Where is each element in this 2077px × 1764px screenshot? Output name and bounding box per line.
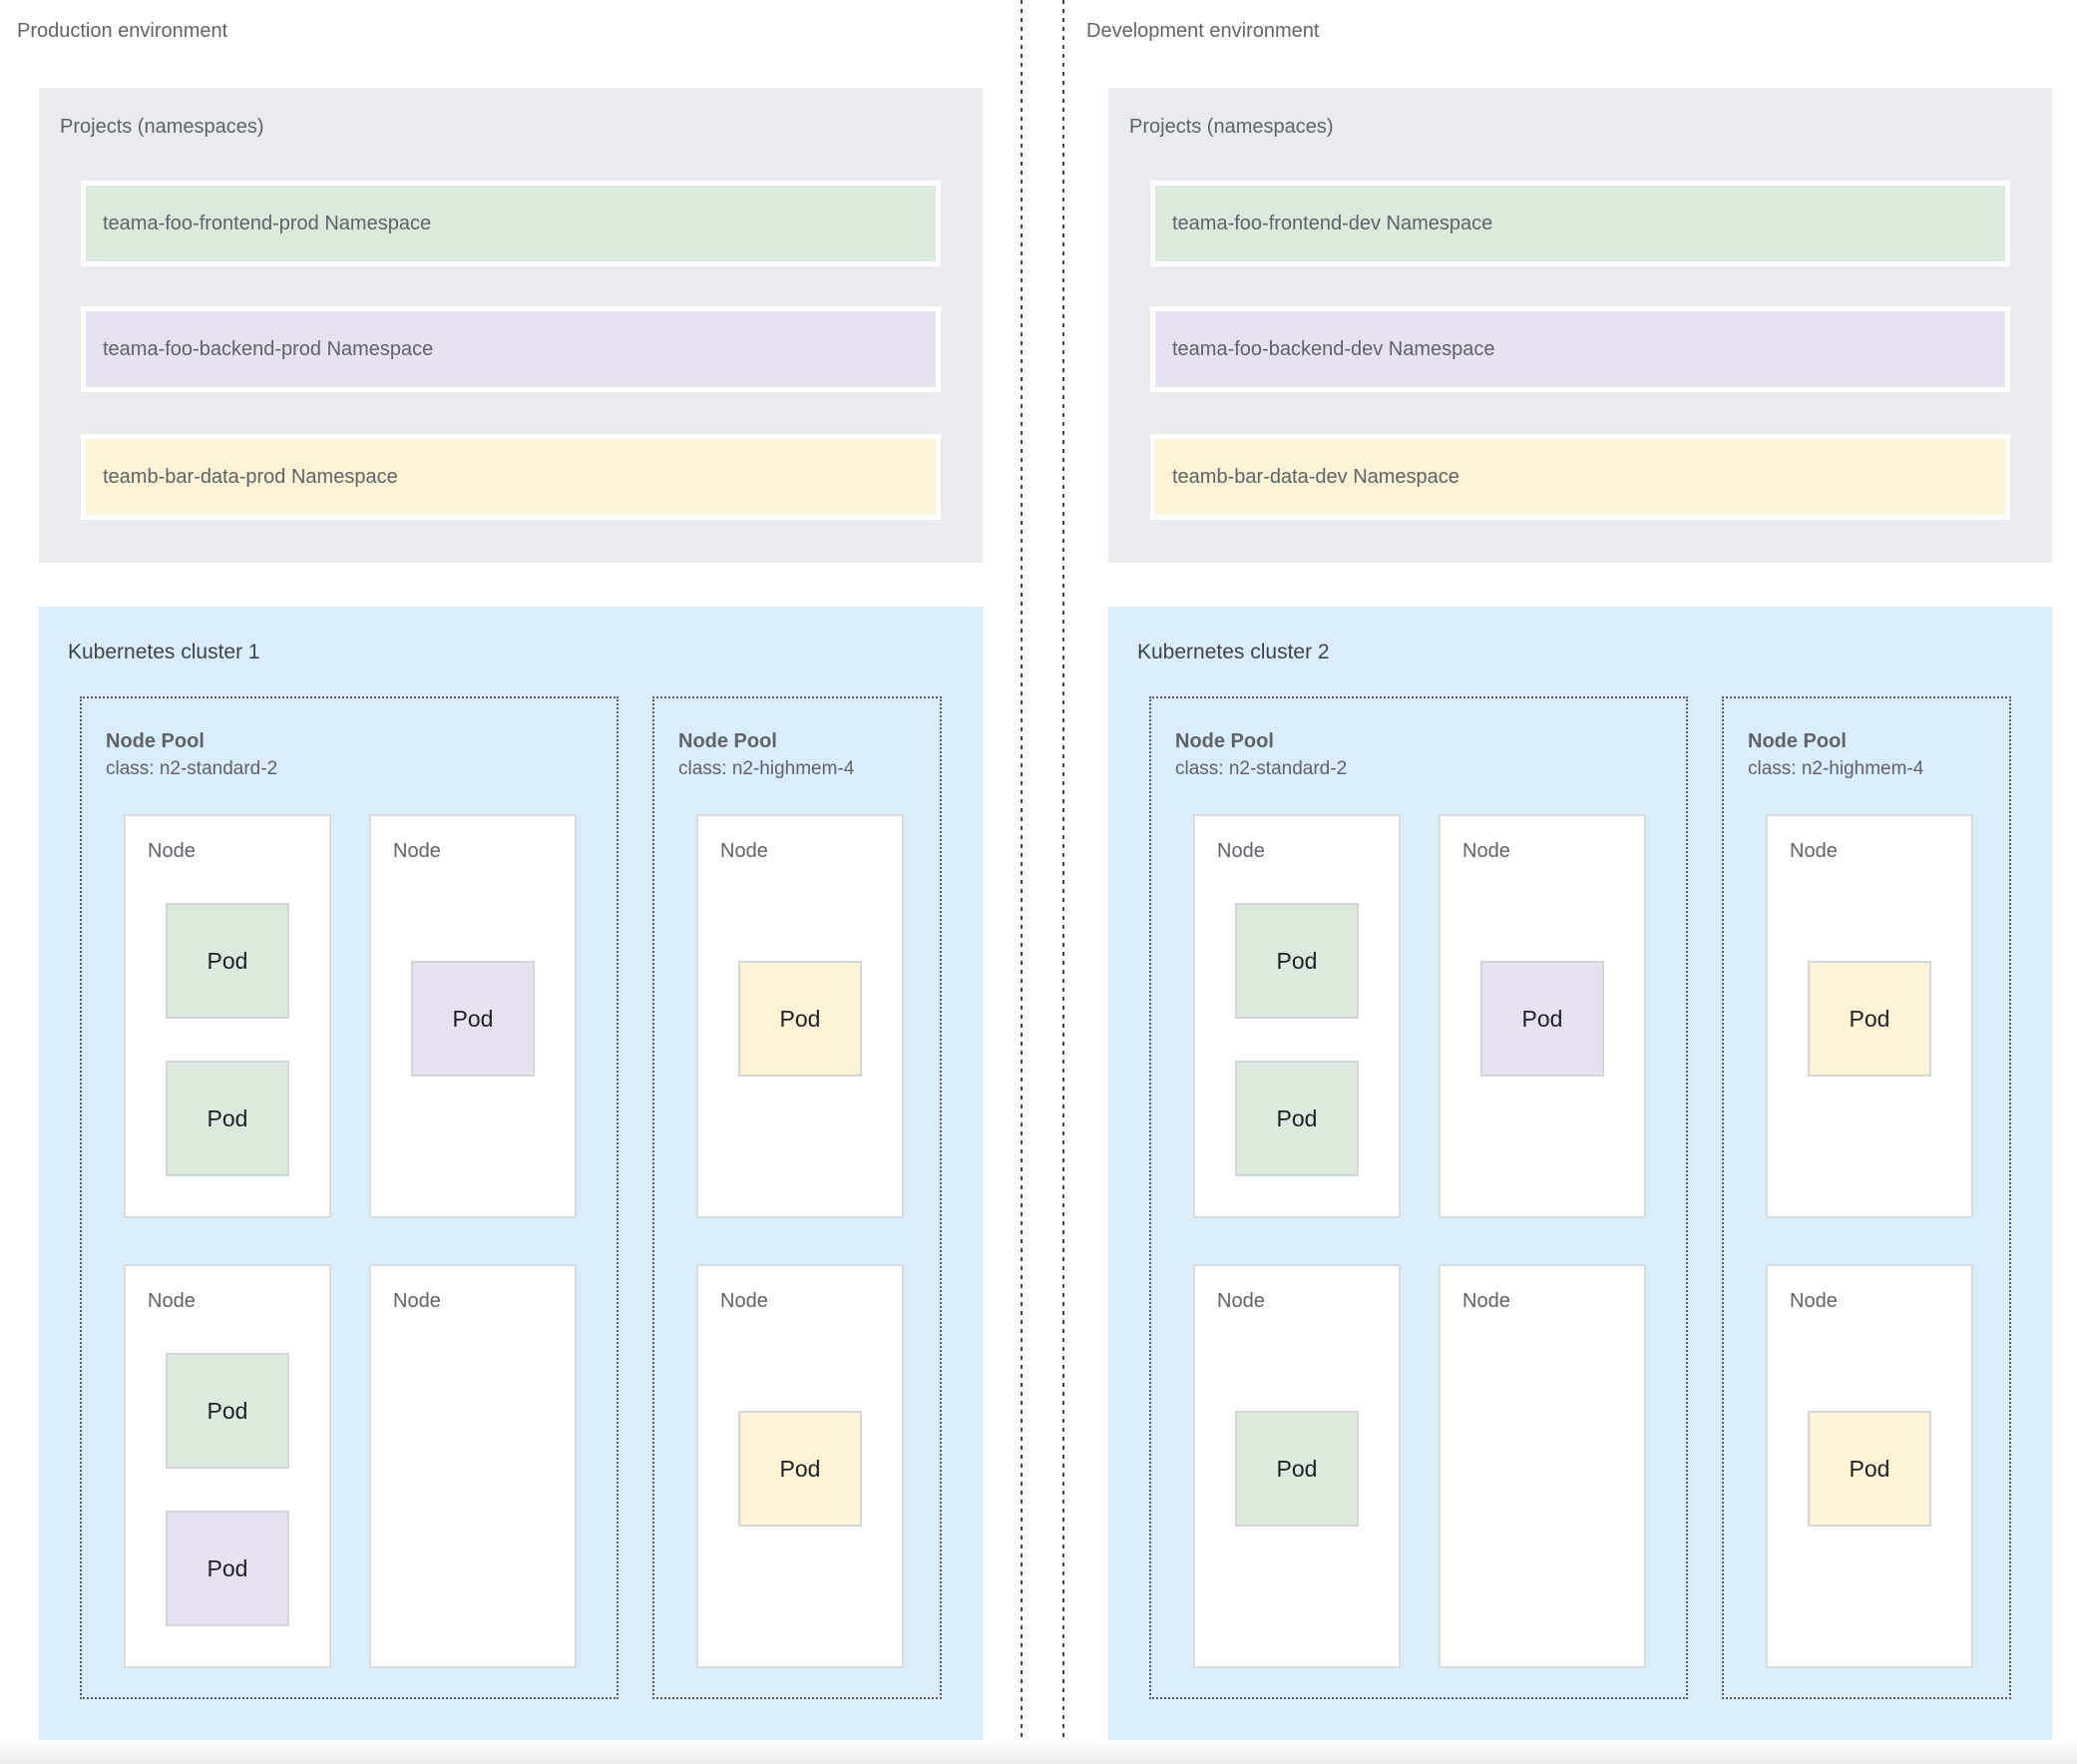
node-label: Node (148, 840, 196, 862)
development-environment-title: Development environment (1086, 20, 1320, 42)
page-bottom-fade (0, 1740, 2077, 1764)
node-label: Node (1217, 1290, 1265, 1312)
cluster-title: Kubernetes cluster 1 (68, 641, 260, 663)
pod-label: Pod (1521, 1005, 1563, 1032)
namespace-bar-backend-dev: teama-foo-backend-dev Namespace (1150, 306, 2010, 392)
node-pool-title: Node Pool (1175, 730, 1274, 752)
namespace-label: teamb-bar-data-prod Namespace (103, 465, 398, 488)
node-label: Node (148, 1290, 196, 1312)
node-label: Node (720, 1290, 768, 1312)
node-label: Node (1790, 840, 1838, 862)
node-label: Node (393, 1290, 441, 1312)
node: Node Pod (1193, 1264, 1401, 1668)
node-pool-class: class: n2-standard-2 (106, 758, 278, 779)
node: Node Pod (369, 814, 577, 1218)
pod-label: Pod (207, 1104, 248, 1131)
node: Node Pod (696, 1264, 904, 1668)
pod: Pod (166, 903, 289, 1019)
namespace-bar-backend-prod: teama-foo-backend-prod Namespace (81, 306, 941, 392)
node-label: Node (1462, 840, 1510, 862)
projects-panel-title: Projects (namespaces) (60, 116, 264, 138)
pod-label: Pod (779, 1455, 821, 1482)
pod-label: Pod (1849, 1455, 1890, 1482)
pod: Pod (738, 961, 862, 1077)
node-empty: Node (369, 1264, 577, 1668)
node-label: Node (1217, 840, 1265, 862)
node-label: Node (1790, 1290, 1838, 1312)
node-empty: Node (1439, 1264, 1646, 1668)
node-pool-title: Node Pool (106, 730, 205, 752)
node: Node Pod (696, 814, 904, 1218)
pod: Pod (738, 1411, 862, 1527)
node-pool-standard: Node Pool class: n2-standard-2 Node Pod … (1149, 696, 1688, 1699)
namespace-label: teama-foo-frontend-prod Namespace (103, 212, 432, 234)
node-label: Node (720, 840, 768, 862)
pod-label: Pod (1276, 1455, 1318, 1482)
node: Node Pod (1439, 814, 1646, 1218)
node: Node Pod Pod (124, 1264, 331, 1668)
node-pool-title: Node Pool (1748, 730, 1847, 752)
pod: Pod (1808, 961, 1931, 1077)
namespace-bar-frontend-dev: teama-foo-frontend-dev Namespace (1150, 181, 2010, 266)
production-projects-panel: Projects (namespaces) teama-foo-frontend… (39, 88, 983, 563)
namespace-label: teama-foo-frontend-dev Namespace (1172, 212, 1493, 234)
cluster-title: Kubernetes cluster 2 (1137, 641, 1330, 663)
node-pool-highmem: Node Pool class: n2-highmem-4 Node Pod N… (652, 696, 942, 1699)
node-pool-class: class: n2-highmem-4 (678, 758, 855, 779)
production-environment-title: Production environment (17, 20, 228, 42)
namespace-label: teamb-bar-data-dev Namespace (1172, 465, 1459, 488)
pod: Pod (1235, 903, 1359, 1019)
namespace-label: teama-foo-backend-dev Namespace (1172, 337, 1495, 360)
node-pool-standard: Node Pool class: n2-standard-2 Node Pod … (80, 696, 619, 1699)
pod: Pod (1480, 961, 1604, 1077)
pod: Pod (1808, 1411, 1931, 1527)
projects-panel-title: Projects (namespaces) (1129, 116, 1334, 138)
namespace-label: teama-foo-backend-prod Namespace (103, 337, 434, 360)
pod-label: Pod (779, 1005, 821, 1032)
namespace-bar-data-dev: teamb-bar-data-dev Namespace (1150, 434, 2010, 520)
node: Node Pod (1766, 1264, 1973, 1668)
pod: Pod (166, 1511, 289, 1626)
pod: Pod (166, 1353, 289, 1469)
pod: Pod (1235, 1411, 1359, 1527)
node-pool-class: class: n2-standard-2 (1175, 758, 1348, 779)
namespace-bar-data-prod: teamb-bar-data-prod Namespace (81, 434, 941, 520)
node-label: Node (393, 840, 441, 862)
node-pool-header: Node Pool class: n2-highmem-4 (1748, 728, 1923, 782)
node-pool-header: Node Pool class: n2-highmem-4 (678, 728, 854, 782)
pod-label: Pod (452, 1005, 494, 1032)
node: Node Pod Pod (1193, 814, 1401, 1218)
node-label: Node (1462, 1290, 1510, 1312)
node-pool-header: Node Pool class: n2-standard-2 (1175, 728, 1347, 782)
node-pool-highmem: Node Pool class: n2-highmem-4 Node Pod N… (1722, 696, 2011, 1699)
environment-divider-line (1021, 0, 1023, 1764)
kubernetes-cluster-1-panel: Kubernetes cluster 1 Node Pool class: n2… (39, 607, 983, 1740)
environment-divider-line (1062, 0, 1064, 1764)
pod: Pod (1235, 1061, 1359, 1176)
pod-label: Pod (207, 1554, 248, 1581)
development-projects-panel: Projects (namespaces) teama-foo-frontend… (1108, 88, 2052, 563)
node-pool-title: Node Pool (678, 730, 777, 752)
node-pool-header: Node Pool class: n2-standard-2 (106, 728, 277, 782)
pod-label: Pod (207, 1397, 248, 1424)
kubernetes-cluster-2-panel: Kubernetes cluster 2 Node Pool class: n2… (1108, 607, 2052, 1740)
node: Node Pod (1766, 814, 1973, 1218)
node-pool-class: class: n2-highmem-4 (1748, 758, 1924, 779)
node: Node Pod Pod (124, 814, 331, 1218)
pod: Pod (411, 961, 535, 1077)
pod-label: Pod (1276, 947, 1318, 974)
namespace-bar-frontend-prod: teama-foo-frontend-prod Namespace (81, 181, 941, 266)
pod-label: Pod (1276, 1104, 1318, 1131)
pod: Pod (166, 1061, 289, 1176)
pod-label: Pod (1849, 1005, 1890, 1032)
pod-label: Pod (207, 947, 248, 974)
